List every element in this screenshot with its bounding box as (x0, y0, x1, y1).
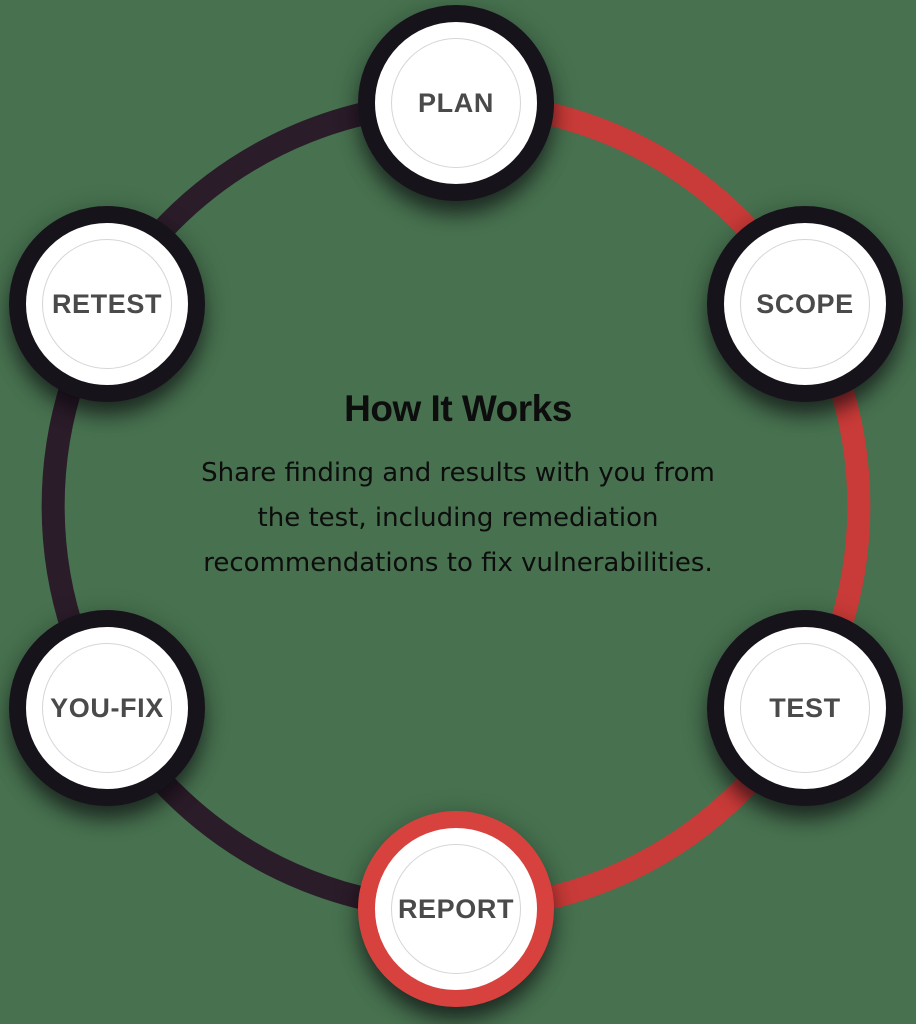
node-inner-circle (740, 239, 870, 369)
description-line: recommendations to fix vulnerabilities. (203, 548, 713, 578)
node-inner-circle (42, 239, 172, 369)
description-line: Share finding and results with you from (201, 458, 715, 488)
node-plan: PLAN (358, 5, 554, 201)
node-label: RETEST (51, 288, 163, 319)
node-label: PLAN (418, 87, 494, 118)
node-test: TEST (707, 610, 903, 806)
node-label: REPORT (397, 893, 515, 924)
node-scope: SCOPE (707, 206, 903, 402)
node-label: TEST (769, 692, 841, 723)
cycle-arc-dark (41, 91, 457, 921)
node-label: YOU-FIX (50, 692, 164, 723)
diagram-title: How It Works (344, 388, 572, 429)
node-inner-circle (740, 643, 870, 773)
diagram-description: Share finding and results with you from … (128, 451, 788, 586)
center-text-block: How It Works Share finding and results w… (128, 388, 788, 586)
node-retest: RETEST (9, 206, 205, 402)
node-report: REPORT (358, 811, 554, 1007)
node-label: SCOPE (756, 288, 854, 319)
node-inner-circle (391, 38, 521, 168)
description-line: the test, including remediation (257, 503, 659, 533)
node-inner-circle (42, 643, 172, 773)
node-inner-circle (391, 844, 521, 974)
cycle-arc-red (455, 91, 871, 921)
node-you-fix: YOU-FIX (9, 610, 205, 806)
